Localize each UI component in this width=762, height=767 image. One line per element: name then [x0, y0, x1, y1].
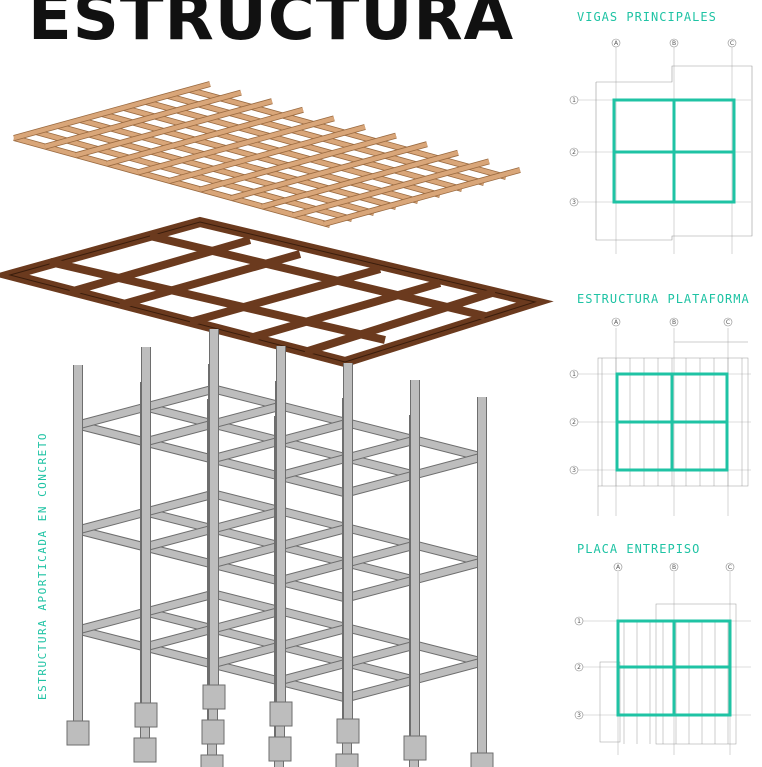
platform-outline	[597, 357, 749, 487]
concrete-footing	[403, 735, 427, 761]
wood-beam-face	[13, 81, 211, 141]
axis-label: A	[616, 564, 621, 571]
wood-beam-face	[199, 133, 397, 192]
axis-label: 2	[572, 419, 576, 426]
plan-vigas-principales: A B C 1 2 3	[569, 38, 753, 254]
wood-beam-face	[75, 99, 273, 158]
plan-estructura-plataforma: A B C 1 2 3	[569, 317, 751, 516]
wood-beam-face	[292, 159, 490, 218]
slab-outline	[599, 661, 621, 743]
axis-label: B	[672, 40, 676, 47]
concrete-footing	[134, 702, 158, 728]
axis-label: 1	[572, 371, 576, 378]
main-beams	[612, 98, 736, 204]
exploded-axonometric	[0, 81, 554, 767]
axis-label: 2	[577, 664, 581, 671]
plan-title-vigas-principales: VIGAS PRINCIPALES	[577, 10, 717, 24]
concrete-footing	[336, 718, 360, 744]
axis-label: C	[730, 40, 734, 47]
axis-label: B	[672, 564, 676, 571]
slab-beams	[616, 619, 732, 717]
steel-frame-layer	[0, 216, 554, 368]
axis-label: A	[614, 40, 619, 47]
axis-label: 3	[572, 467, 576, 474]
axis-label: B	[672, 319, 676, 326]
axis-label: 3	[572, 199, 576, 206]
concrete-footing	[66, 720, 90, 746]
axis-label: 2	[572, 149, 576, 156]
concrete-footing	[202, 684, 226, 710]
concrete-footing	[470, 752, 494, 767]
wood-beam-face	[44, 90, 242, 149]
concrete-footing	[200, 754, 224, 767]
axis-label: A	[614, 319, 619, 326]
axis-label: C	[728, 564, 732, 571]
plan-title-estructura-plataforma: ESTRUCTURA PLATAFORMA	[577, 292, 750, 306]
slab-outline	[655, 603, 737, 745]
plan-title-placa-entrepiso: PLACA ENTREPISO	[577, 542, 701, 556]
wood-beam-face	[137, 116, 335, 175]
wood-beam-face	[168, 124, 366, 184]
platform-beams	[615, 372, 729, 472]
concrete-footing	[133, 737, 157, 763]
concrete-frame-layer	[66, 329, 494, 767]
concrete-footing	[335, 753, 359, 767]
axis-label: C	[726, 319, 730, 326]
concrete-footing	[268, 736, 292, 762]
wood-beam-face	[261, 150, 459, 209]
wood-beam-face	[106, 107, 304, 166]
concrete-footing	[201, 719, 225, 745]
axis-label: 1	[577, 618, 581, 625]
axis-label: 3	[577, 712, 581, 719]
concrete-footing	[269, 701, 293, 727]
axis-label: 1	[572, 97, 576, 104]
wood-beam-face	[230, 142, 428, 201]
plan-placa-entrepiso: A B C 1 2 3	[574, 562, 751, 755]
page-title: ESTRUCTURA	[28, 0, 515, 55]
wood-joist-layer	[13, 81, 521, 228]
wood-beam-face	[323, 167, 521, 227]
